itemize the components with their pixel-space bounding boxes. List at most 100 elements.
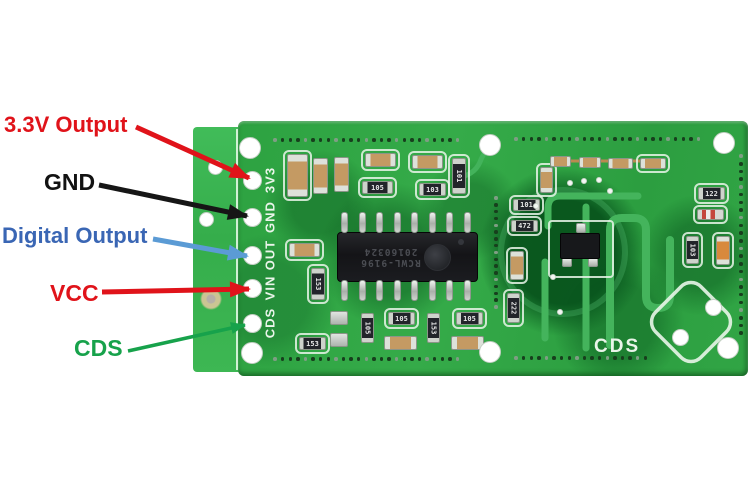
ic-lead	[446, 212, 453, 233]
via-hole	[514, 356, 518, 360]
via-hole	[544, 356, 549, 360]
via-hole	[559, 137, 564, 141]
pin-hole-vin	[242, 278, 262, 298]
resistor-code: 105	[463, 314, 476, 323]
via-hole	[387, 138, 391, 142]
via-hole	[494, 237, 498, 241]
ic-lead	[341, 280, 348, 301]
via-hole	[666, 137, 670, 141]
via-hole	[494, 243, 498, 248]
transistor-body	[560, 233, 600, 259]
via-hole	[273, 138, 277, 142]
transistor-pad-outline	[548, 220, 614, 278]
via-hole	[494, 257, 498, 261]
via-hole	[349, 357, 353, 361]
capacitor	[550, 156, 571, 167]
via-hole	[494, 216, 498, 221]
ic-lead	[393, 212, 401, 233]
via-hole	[402, 357, 406, 361]
ic-date-code: 20160324	[363, 246, 418, 257]
resistor-105: 105	[384, 308, 419, 329]
via-hole	[635, 137, 640, 141]
via-hole	[739, 331, 743, 335]
ic-pin1-mark-icon	[458, 239, 464, 245]
via-hole	[356, 138, 361, 142]
capacitor	[608, 158, 633, 169]
via-hole	[696, 137, 701, 141]
via-hole	[417, 357, 422, 361]
ic-lead	[393, 280, 401, 301]
via-hole	[494, 196, 498, 200]
via-hole	[448, 138, 452, 142]
rail-solder-spot	[199, 287, 223, 311]
via-hole	[739, 169, 743, 174]
ic-lead	[428, 212, 436, 233]
via-hole	[455, 138, 460, 142]
capacitor	[334, 157, 349, 192]
ic-lead	[341, 212, 348, 233]
via-hole	[494, 291, 498, 295]
via-hole	[567, 137, 571, 141]
label-gnd: GND	[44, 169, 96, 195]
via-hole	[673, 137, 678, 141]
ic-lead	[446, 280, 453, 301]
via-hole	[739, 323, 743, 328]
mounting-hole	[479, 341, 501, 363]
via-hole	[349, 138, 353, 142]
via-hole	[582, 137, 587, 141]
capacitor	[384, 336, 417, 350]
via-hole	[628, 356, 632, 360]
label-vcc: VCC	[50, 280, 99, 306]
via-hole	[494, 223, 498, 227]
via-hole	[739, 316, 743, 320]
via-hole	[394, 138, 399, 142]
via-hole	[544, 137, 549, 141]
via-hole	[296, 357, 300, 361]
via-hole	[739, 262, 743, 266]
via-hole	[432, 138, 437, 142]
via-hole	[739, 154, 743, 158]
resistor-code: 153	[314, 277, 322, 291]
via-hole	[494, 203, 498, 207]
mounting-hole	[241, 342, 263, 364]
via-hole	[494, 230, 498, 234]
resistor-472: 472	[507, 216, 542, 236]
ic-logo-icon	[424, 244, 451, 271]
via-hole	[597, 137, 602, 141]
resistor-code: 103	[426, 185, 439, 194]
via-hole	[620, 137, 625, 141]
via-hole	[494, 264, 498, 268]
resistor-153: 153	[307, 264, 329, 304]
via-hole	[364, 138, 368, 142]
via-hole	[410, 138, 414, 142]
via-hole	[440, 138, 444, 142]
via-hole	[334, 138, 338, 142]
via-hole	[651, 137, 655, 141]
resistor-code: 101	[520, 201, 533, 209]
ic-lead	[358, 212, 366, 233]
via-hole	[567, 356, 571, 360]
via-hole	[341, 138, 346, 142]
resistor-153: 153	[295, 333, 330, 354]
via-hole	[387, 357, 391, 361]
test-point	[596, 177, 602, 183]
cds-pad-hole	[704, 298, 722, 316]
via-hole	[394, 357, 399, 361]
via-hole	[364, 357, 368, 361]
via-hole	[537, 356, 541, 360]
resistor-101: 101	[448, 154, 470, 198]
trace-top-connector	[544, 192, 642, 230]
via-hole	[643, 356, 647, 360]
cds-pad-hole	[671, 328, 689, 346]
via-hole	[739, 308, 743, 312]
pin-hole-gnd	[242, 207, 262, 227]
via-hole	[448, 357, 452, 361]
rail-hole	[198, 211, 214, 227]
via-hole	[288, 138, 292, 142]
via-hole	[303, 357, 308, 361]
via-hole	[379, 357, 384, 361]
resistor-code: 153	[429, 321, 438, 335]
test-point	[567, 180, 573, 186]
via-hole	[537, 137, 541, 141]
